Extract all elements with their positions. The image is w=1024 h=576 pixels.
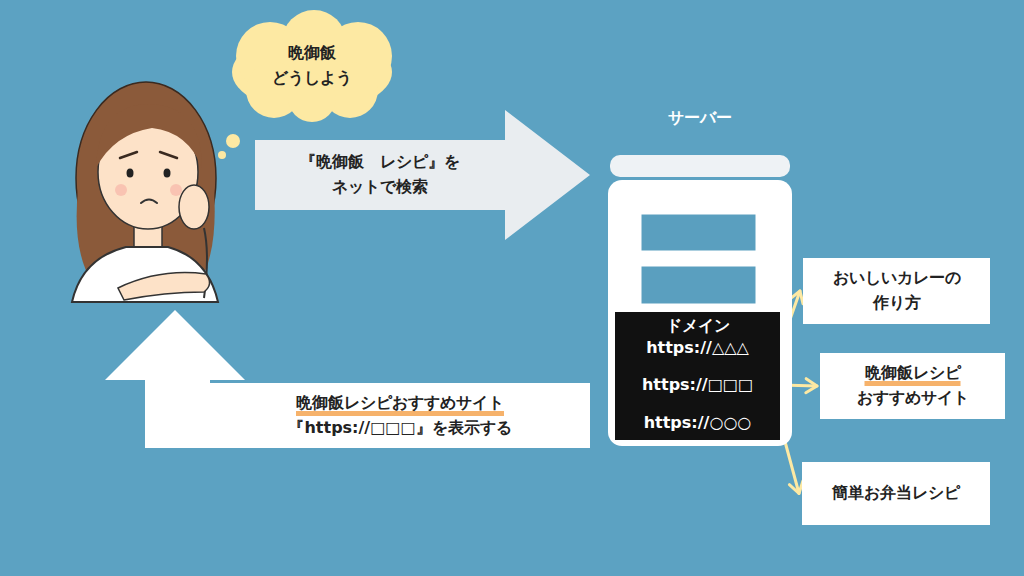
arrow-head: [789, 481, 803, 493]
server-unit: サーバードメインhttps://△△△ https://□□□ https://○○…: [600, 100, 800, 450]
thought-bubble: 晩御飯 どうしよう: [222, 12, 402, 120]
node-text: https://○○○: [642, 411, 753, 436]
node-text: 『晩御飯 レシピ』を ネットで検索: [299, 150, 462, 200]
thought-bubble-shape: [222, 12, 402, 120]
node-text: 晩御飯レシピ おすすめサイト: [855, 361, 970, 411]
text-area: おいしいカレーの 作り方: [803, 258, 990, 324]
thought-trail-part: [226, 134, 240, 148]
woman-figure-part: [115, 184, 127, 196]
site-box: おいしいカレーの 作り方: [803, 258, 990, 324]
domain-panel: ドメインhttps://△△△ https://□□□ https://○○○: [615, 312, 780, 440]
node-text: https://△△△: [645, 336, 751, 361]
domain-panel-shape-part: [615, 312, 780, 440]
thought-trail-part: [218, 151, 226, 159]
site-box-shape: [803, 258, 990, 324]
woman-figure-part: [141, 200, 157, 204]
server-unit-shape-part: [640, 265, 757, 305]
woman-figure-part: [96, 104, 202, 168]
woman-figure: [72, 82, 218, 302]
text-area: サーバー: [600, 100, 800, 136]
node-text: https://□□□: [640, 373, 755, 398]
node-text: 晩御飯 どうしよう: [271, 41, 354, 91]
site-box-shape-part: [820, 353, 1005, 419]
woman-figure-part: [179, 185, 209, 229]
woman-figure-part: [127, 169, 134, 178]
result-arrow-shape-part: [105, 310, 590, 448]
node-text: 晩御飯レシピおすすめサイト 『https://□□□』を表示する: [287, 391, 514, 441]
text-area: 晩御飯レシピおすすめサイト 『https://□□□』を表示する: [210, 383, 590, 448]
result-arrow: 晩御飯レシピおすすめサイト 『https://□□□』を表示する: [105, 303, 595, 451]
search-arrow: 『晩御飯 レシピ』を ネットで検索: [255, 108, 595, 242]
text-area: https://○○○: [615, 410, 780, 436]
woman-figure-part: [160, 152, 177, 158]
woman-figure-part: [118, 273, 210, 300]
search-arrow-shape: [255, 108, 595, 242]
woman-figure-part: [164, 169, 171, 178]
text-area: https://△△△: [615, 335, 780, 361]
server-unit-shape-part: [610, 155, 790, 177]
search-arrow-shape-part: [255, 110, 590, 240]
site-box-shape-part: [802, 462, 990, 525]
domain-row: https://○○○: [615, 410, 780, 436]
server-unit-shape-part: [608, 180, 792, 446]
site-box-shape-part: [803, 258, 990, 324]
woman-figure-part: [120, 152, 137, 158]
site-box: 晩御飯レシピ おすすめサイト: [820, 353, 1005, 419]
text-area: 簡単お弁当レシピ: [802, 462, 990, 525]
text-area: 晩御飯 どうしよう: [242, 30, 382, 102]
text-area: 『晩御飯 レシピ』を ネットで検索: [255, 140, 505, 210]
text-area: https://□□□: [615, 372, 780, 398]
woman-figure-part: [170, 184, 182, 196]
server-unit-shape-part: [640, 213, 757, 252]
text-area: 晩御飯レシピ おすすめサイト: [820, 353, 1005, 419]
node-text: サーバー: [667, 106, 734, 131]
site-box: 簡単お弁当レシピ: [802, 462, 990, 525]
woman-figure-part: [72, 247, 218, 302]
text-area: ドメイン: [615, 314, 780, 338]
node-text: おいしいカレーの 作り方: [831, 266, 962, 316]
node-text: ドメイン: [664, 314, 731, 339]
thought-trail: [218, 134, 240, 159]
domain-row: https://□□□: [615, 372, 780, 398]
domain-row: https://△△△: [615, 335, 780, 361]
thought-bubble-shape-part: [232, 10, 392, 122]
site-box-shape: [820, 353, 1005, 419]
arrow-head: [806, 379, 817, 393]
node-text: 簡単お弁当レシピ: [831, 481, 962, 506]
